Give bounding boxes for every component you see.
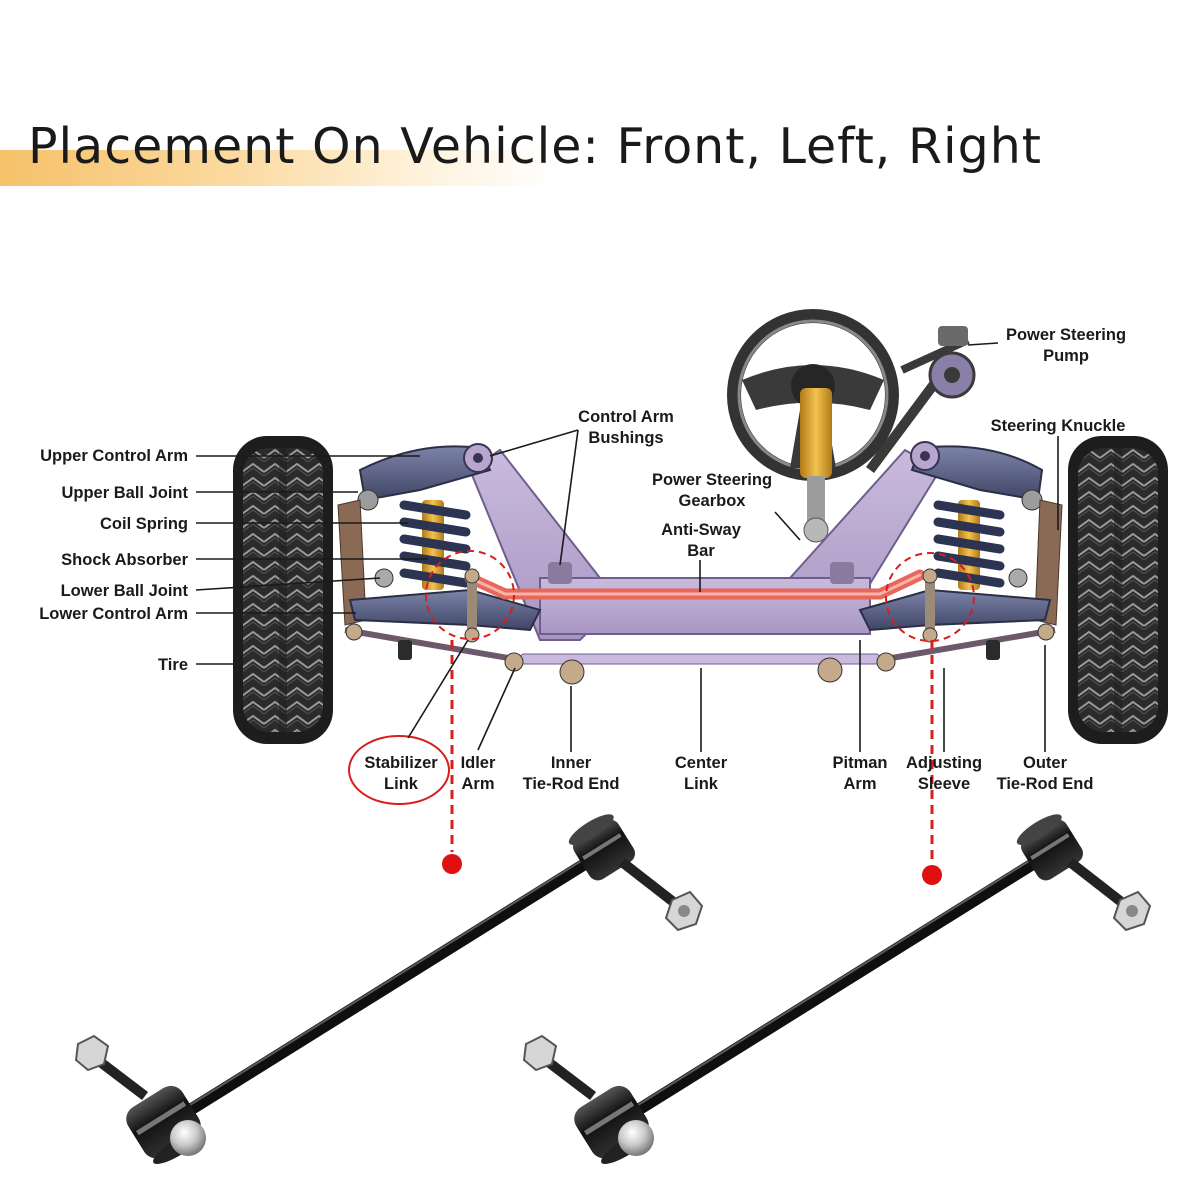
label-lower-control-arm: Lower Control Arm	[39, 605, 188, 623]
stabilizer-link-right-icon	[522, 814, 1152, 1165]
label-control-arm-bushings-1: Control Arm	[578, 408, 674, 426]
label-adjusting-sleeve-1: Adjusting	[906, 754, 982, 772]
tie-rod-linkage	[344, 623, 1056, 685]
title-accent-band	[0, 150, 560, 186]
label-steering-knuckle: Steering Knuckle	[991, 417, 1126, 435]
part-labels: Upper Control Arm Upper Ball Joint Coil …	[39, 326, 1126, 793]
label-adjusting-sleeve-2: Sleeve	[918, 775, 970, 793]
left-upper-control-arm	[357, 443, 493, 511]
stabilizer-link-label-highlight	[348, 735, 450, 805]
label-center-link-1: Center	[675, 754, 728, 772]
right-steering-knuckle	[1034, 499, 1063, 626]
label-stabilizer-link-2: Link	[384, 775, 419, 793]
label-upper-control-arm: Upper Control Arm	[40, 447, 188, 465]
label-stabilizer-link-1: Stabilizer	[364, 754, 438, 772]
right-stabilizer-link-on-vehicle	[922, 568, 938, 643]
right-highlight-circle	[885, 552, 975, 642]
stabilizer-link-left-icon	[74, 814, 704, 1165]
label-shock-absorber: Shock Absorber	[61, 551, 188, 569]
steering-column	[800, 388, 832, 543]
left-tire-icon	[233, 436, 333, 744]
label-upper-ball-joint: Upper Ball Joint	[61, 484, 188, 502]
page-title: Placement On Vehicle: Front, Left, Right	[28, 118, 1042, 175]
right-upper-control-arm	[910, 441, 1044, 511]
label-idler-arm-1: Idler	[461, 754, 496, 772]
left-stabilizer-link-on-vehicle	[464, 568, 480, 643]
label-control-arm-bushings-2: Bushings	[588, 429, 663, 447]
left-coil-spring-icon	[399, 500, 471, 590]
leader-lines	[195, 342, 1059, 752]
label-pitman-arm-1: Pitman	[832, 754, 887, 772]
label-outer-tie-rod-end-2: Tie-Rod End	[997, 775, 1094, 793]
left-highlight-circle	[425, 550, 515, 640]
label-anti-sway-bar-2: Bar	[687, 542, 715, 560]
label-tire: Tire	[158, 656, 188, 674]
label-inner-tie-rod-end-2: Tie-Rod End	[523, 775, 620, 793]
label-pitman-arm-2: Arm	[843, 775, 876, 793]
label-coil-spring: Coil Spring	[100, 515, 188, 533]
left-lower-control-arm	[348, 568, 542, 632]
label-outer-tie-rod-end-1: Outer	[1023, 754, 1068, 772]
label-center-link-2: Link	[684, 775, 719, 793]
label-power-steering-pump-2: Pump	[1043, 347, 1089, 365]
label-inner-tie-rod-end-1: Inner	[551, 754, 592, 772]
label-power-steering-gearbox-1: Power Steering	[652, 471, 772, 489]
right-tire-icon	[1068, 436, 1168, 744]
label-anti-sway-bar-1: Anti-Sway	[661, 521, 742, 539]
power-steering-pump-icon	[865, 326, 976, 473]
label-power-steering-pump-1: Power Steering	[1006, 326, 1126, 344]
label-lower-ball-joint: Lower Ball Joint	[61, 582, 189, 600]
label-power-steering-gearbox-2: Gearbox	[679, 492, 747, 510]
label-idler-arm-2: Arm	[461, 775, 494, 793]
